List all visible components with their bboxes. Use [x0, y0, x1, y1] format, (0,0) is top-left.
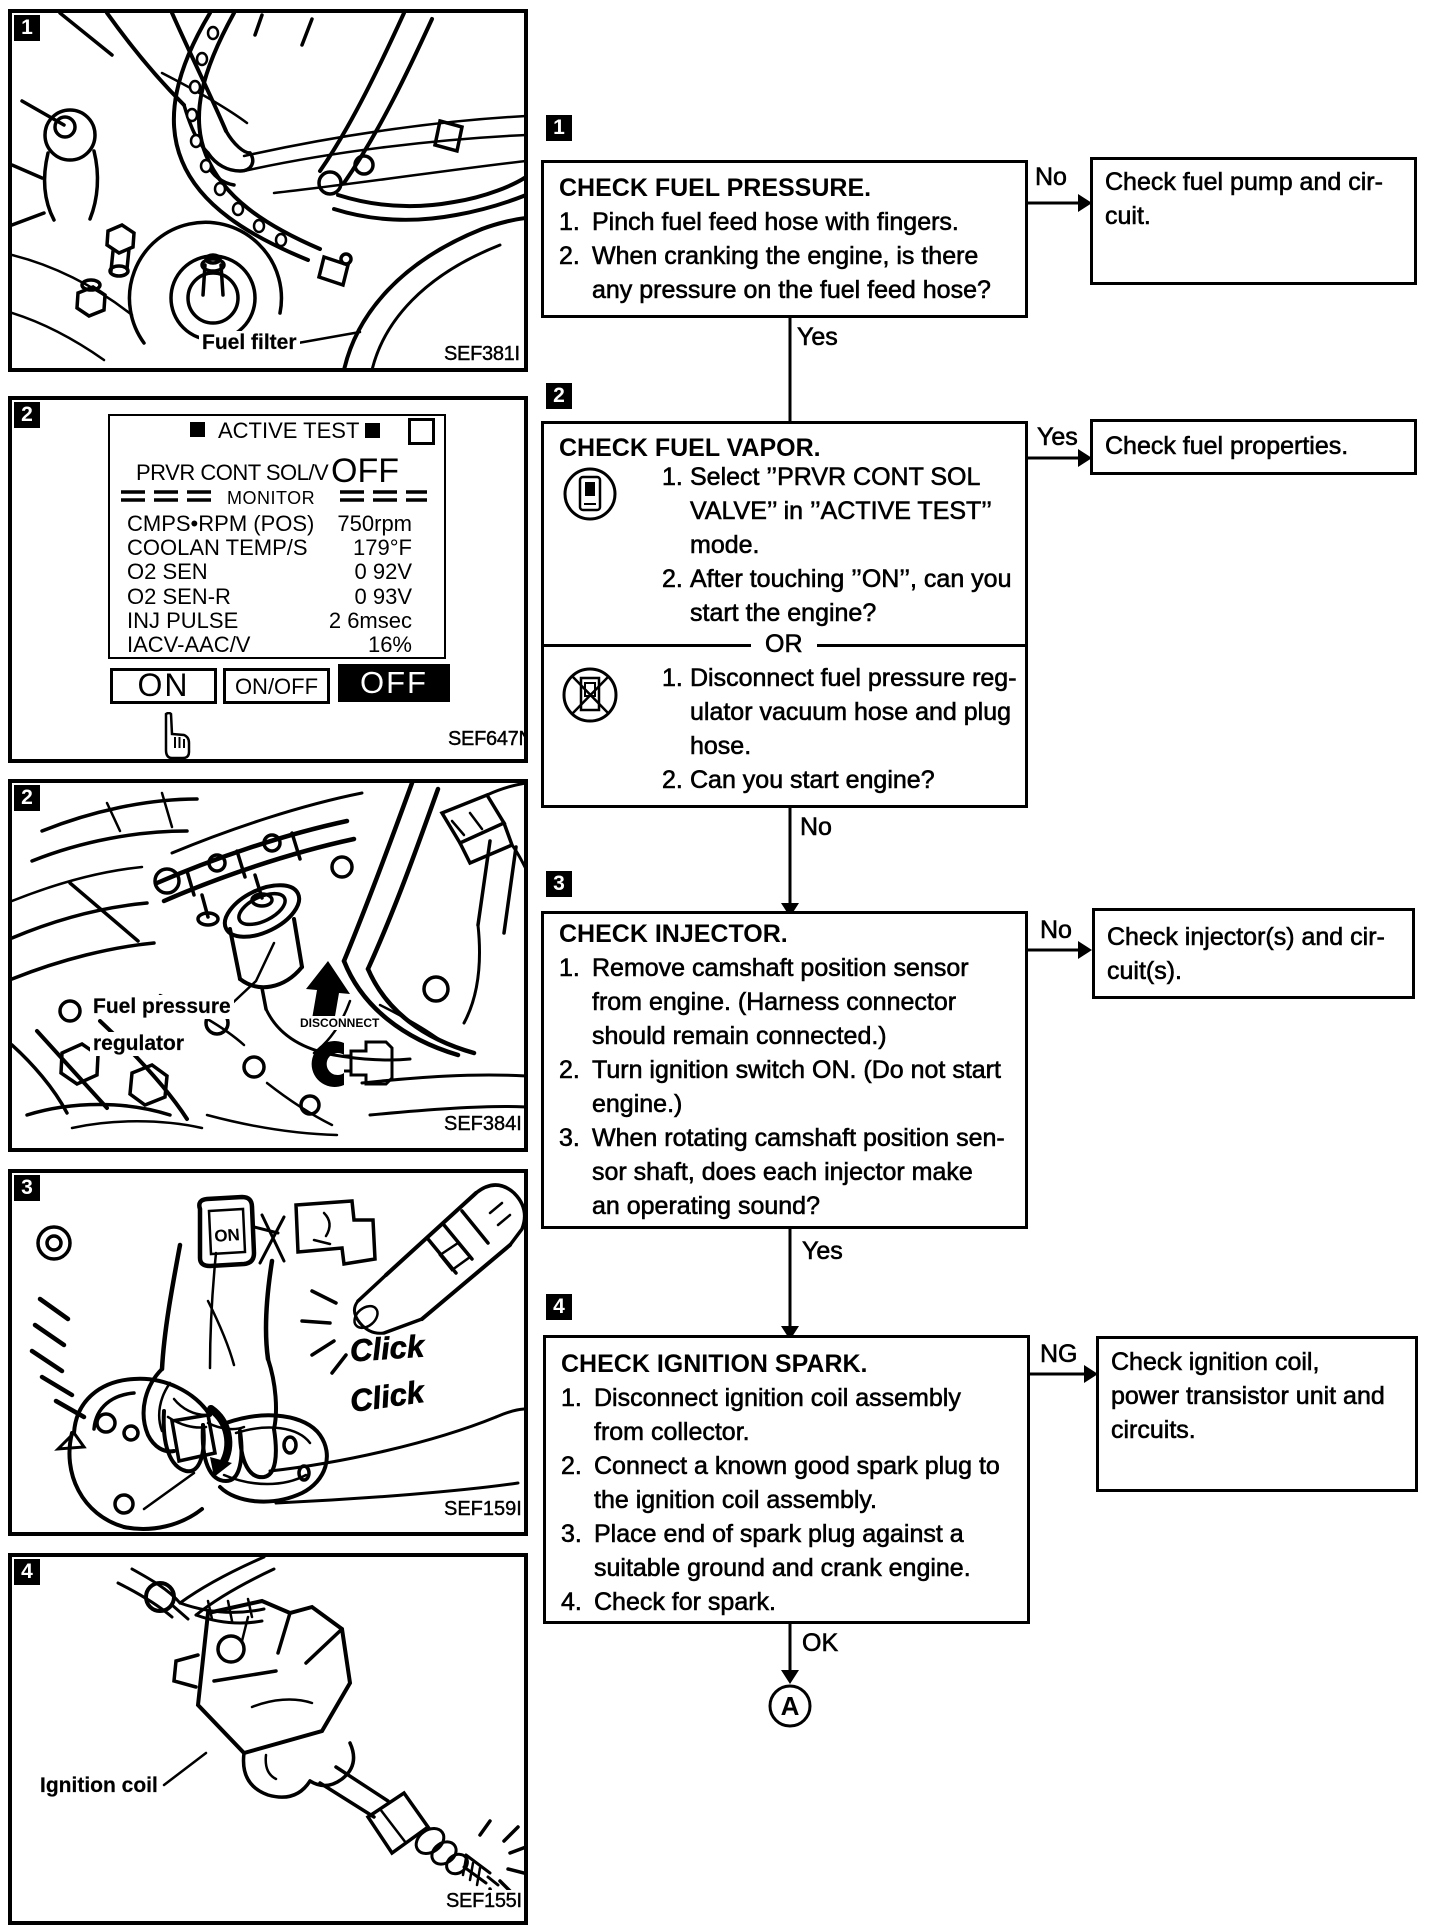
svg-text:A: A [781, 1691, 800, 1721]
svg-text:ON: ON [214, 1225, 241, 1246]
